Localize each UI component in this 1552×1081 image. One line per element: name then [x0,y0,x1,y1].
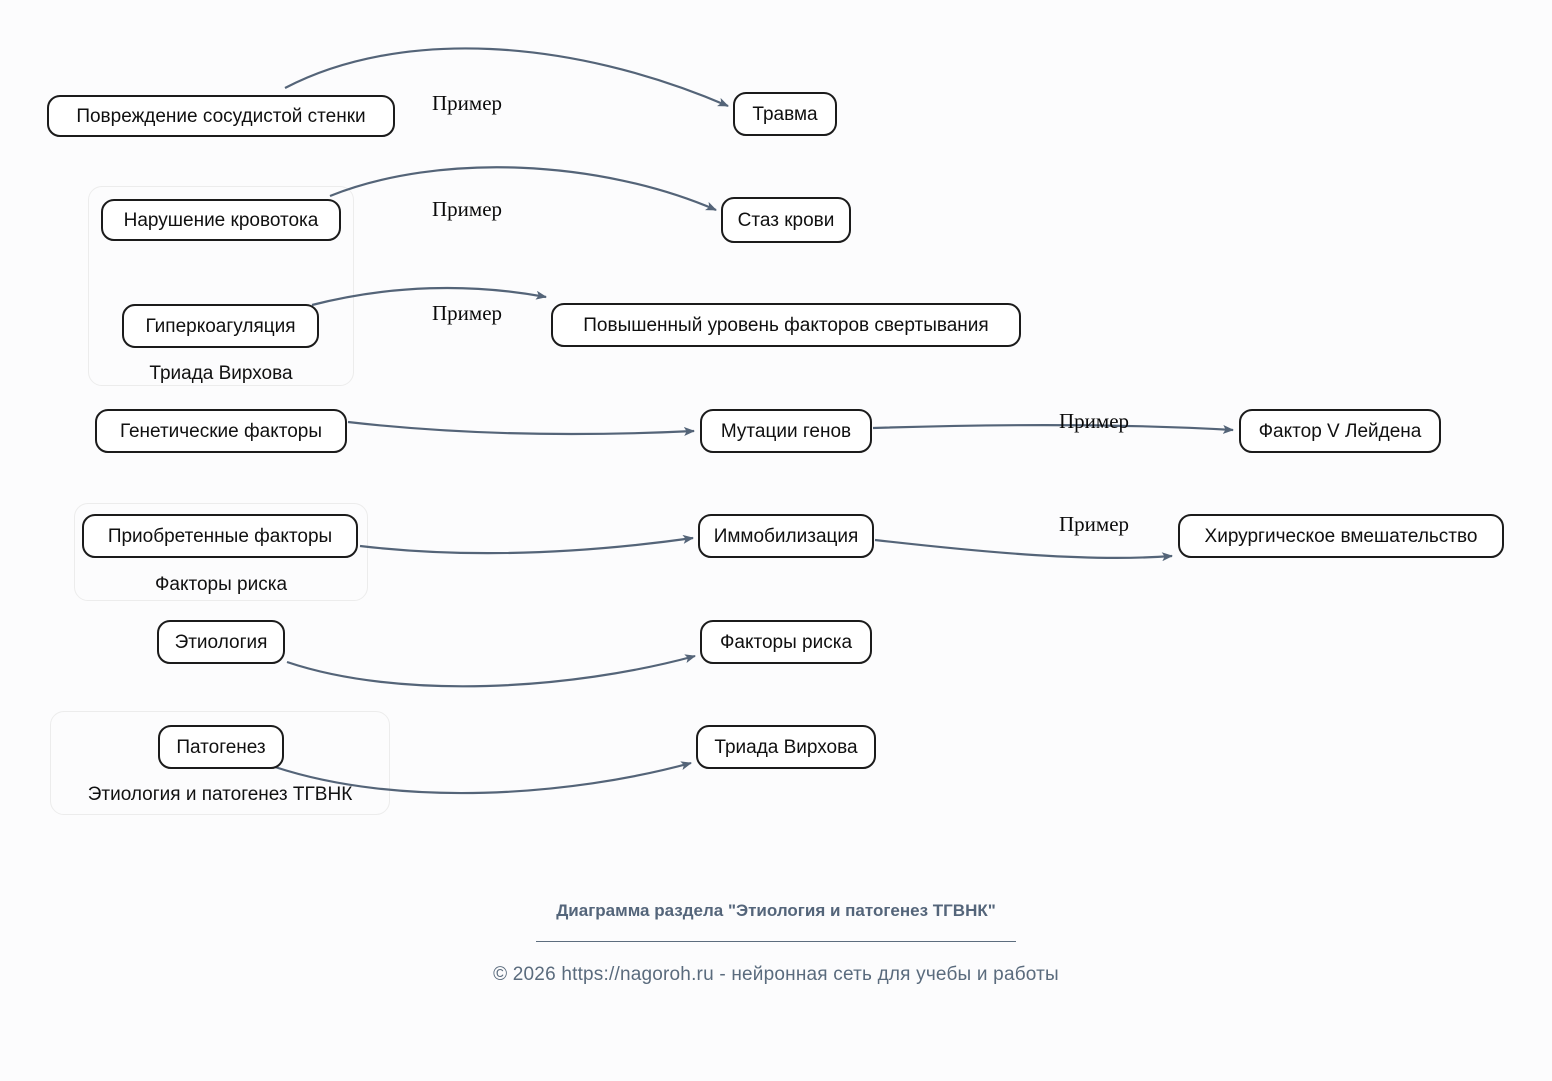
cluster-box [88,186,354,386]
edge-label-immobilization-to-surgical-intervention: Пример [1059,512,1130,536]
edge-etiology-to-risk-factors [286,654,696,688]
edge-genetic-factors-to-gene-mutations [347,420,695,436]
node-risk-factors[interactable]: Факторы риска [700,620,872,664]
cluster-label: Триада Вирхова [149,363,293,384]
node-pathogenesis[interactable]: Патогенез [158,725,284,769]
diagram-footer: Диаграмма раздела "Этиология и патогенез… [0,900,1552,986]
node-virchow-triad[interactable]: Триада Вирхова [696,725,876,769]
node-genetic-factors[interactable]: Генетические факторы [95,409,347,453]
edge-immobilization-to-surgical-intervention [874,538,1173,562]
footer-copyright: © 2026 https://nagoroh.ru - нейронная се… [493,963,1059,985]
footer-divider [536,940,1016,942]
edge-label-gene-mutations-to-factor-v-leiden: Пример [1059,409,1130,433]
node-trauma[interactable]: Травма [733,92,837,136]
node-blood-flow-disorder[interactable]: Нарушение кровотока [101,199,341,241]
cluster-label: Этиология и патогенез ТГВНК [87,784,353,805]
edge-label-blood-flow-disorder-to-blood-stasis: Пример [432,197,503,221]
node-immobilization[interactable]: Иммобилизация [698,514,874,558]
edge-label-hypercoagulation-to-elevated-clotting-factors: Пример [432,301,503,325]
node-blood-stasis[interactable]: Стаз крови [721,197,851,243]
edge-gene-mutations-to-factor-v-leiden [872,424,1234,434]
node-gene-mutations[interactable]: Мутации генов [700,409,872,453]
cluster-label: Факторы риска [154,574,288,595]
edge-label-vessel-wall-damage-to-trauma: Пример [432,91,503,115]
node-vessel-wall-damage[interactable]: Повреждение сосудистой стенки [47,95,395,137]
edge-blood-flow-disorder-to-blood-stasis [329,166,717,212]
node-etiology[interactable]: Этиология [157,620,285,664]
node-elevated-clotting-factors[interactable]: Повышенный уровень факторов свертывания [551,303,1021,347]
footer-title: Диаграмма раздела "Этиология и патогенез… [556,901,996,920]
node-factor-v-leiden[interactable]: Фактор V Лейдена [1239,409,1441,453]
node-surgical-intervention[interactable]: Хирургическое вмешательство [1178,514,1504,558]
edge-acquired-factors-to-immobilization [359,534,694,555]
node-hypercoagulation[interactable]: Гиперкоагуляция [122,304,319,348]
node-acquired-factors[interactable]: Приобретенные факторы [82,514,358,558]
